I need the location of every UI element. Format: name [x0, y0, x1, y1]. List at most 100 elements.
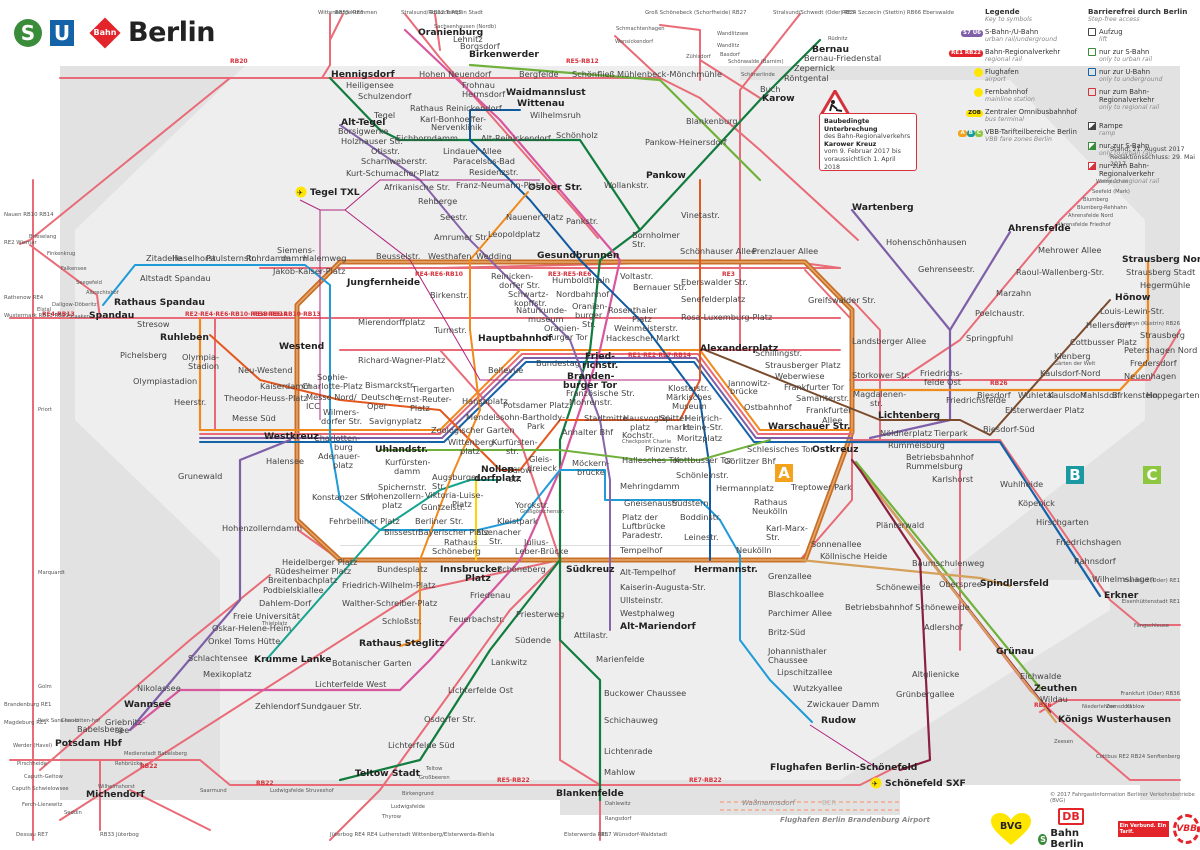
station-label[interactable]: Branden-: [567, 371, 615, 382]
station-label[interactable]: Gesundbrunnen: [537, 250, 619, 261]
station-label[interactable]: Mahlsdorf: [1080, 390, 1121, 400]
station-label[interactable]: Treptower Park: [790, 482, 852, 492]
station-label[interactable]: Bundestag: [536, 358, 580, 368]
station-label[interactable]: Osdorfer Str.: [424, 714, 476, 724]
station-label[interactable]: Gleis-: [529, 454, 552, 464]
station-label[interactable]: Charlotte-Platz: [302, 381, 363, 391]
station-label[interactable]: Rohrdamm: [246, 253, 291, 263]
station-label[interactable]: Pirschheide: [17, 761, 47, 767]
station-label[interactable]: Hauptbahnhof: [478, 333, 553, 344]
station-label[interactable]: Dahlem-Dorf: [259, 598, 312, 608]
station-label[interactable]: Kaiserdamm: [260, 381, 311, 391]
station-label[interactable]: Seefeld (Mark): [1092, 189, 1130, 195]
station-label[interactable]: Beusselstr.: [376, 251, 420, 261]
station-label[interactable]: Elstal: [37, 307, 51, 313]
station-label[interactable]: Ullsteinstr.: [620, 595, 663, 605]
station-label[interactable]: Buckower Chaussee: [604, 688, 686, 698]
station-label[interactable]: Südende: [515, 635, 551, 645]
station-label[interactable]: Berliner Str.: [415, 516, 463, 526]
station-label[interactable]: Str.: [489, 536, 503, 546]
station-label[interactable]: Luftbrücke: [622, 521, 665, 531]
station-label[interactable]: Weberwiese: [775, 371, 825, 381]
station-label[interactable]: markt: [666, 422, 691, 432]
station-label[interactable]: Holzhauser Str.: [341, 136, 403, 146]
station-label[interactable]: Savignyplatz: [369, 416, 422, 426]
station-label[interactable]: Paulsternstr.: [206, 253, 257, 263]
station-label[interactable]: Paracelsus-Bad: [453, 156, 515, 166]
station-label[interactable]: Tempelhof: [619, 545, 663, 555]
station-label[interactable]: Mexikoplatz: [203, 669, 252, 679]
station-label[interactable]: Wildau: [1040, 694, 1068, 704]
station-label[interactable]: burger Tor: [546, 332, 588, 342]
station-label[interactable]: Pankow-Heinersdorf: [645, 137, 728, 147]
station-label[interactable]: Schwartz-: [508, 289, 548, 299]
station-label[interactable]: Friedenau: [470, 590, 510, 600]
station-label[interactable]: Alt-Tempelhof: [620, 567, 677, 577]
station-label[interactable]: Hohenzollern-: [367, 491, 424, 501]
station-label[interactable]: Babelsberg: [77, 724, 123, 734]
station-label[interactable]: Erkner: [1104, 590, 1139, 601]
station-label[interactable]: Mühlenbeck-Mönchmühle: [617, 69, 722, 79]
station-label[interactable]: Char-lotten-hof: [61, 718, 100, 724]
station-label[interactable]: Eisenacher: [476, 527, 522, 537]
station-label[interactable]: Alt-Mariendorf: [620, 621, 697, 632]
station-label[interactable]: Flughafen Berlin-Schönefeld: [770, 762, 917, 773]
station-label[interactable]: platz: [630, 422, 650, 432]
station-label[interactable]: Naturkunde-: [516, 305, 567, 315]
station-label[interactable]: Eberswalder Str.: [681, 277, 748, 287]
station-label[interactable]: Blankenfelde: [556, 788, 624, 799]
station-label[interactable]: Otisstr.: [371, 146, 400, 156]
station-label[interactable]: Altglienicke: [912, 669, 959, 679]
station-label[interactable]: Waidmannslust: [506, 87, 586, 98]
station-label[interactable]: Platz: [465, 573, 491, 584]
station-label[interactable]: Marquardt: [38, 570, 65, 576]
station-label[interactable]: Schönwalde (Barnim): [728, 59, 784, 65]
station-label[interactable]: platz: [333, 460, 353, 470]
station-label[interactable]: Grünbergallee: [896, 689, 954, 699]
station-label[interactable]: Halensee: [266, 456, 304, 466]
station-label[interactable]: Bernau-Friedenstal: [804, 53, 881, 63]
station-label[interactable]: Fangschleuse: [1134, 623, 1169, 629]
station-label[interactable]: Olympiastadion: [133, 376, 197, 386]
station-label[interactable]: Fehrbelliner Platz: [329, 516, 400, 526]
station-label[interactable]: Schöneberg: [497, 564, 546, 574]
station-label[interactable]: Residenzstr.: [469, 167, 518, 177]
station-label[interactable]: platz: [460, 446, 480, 456]
station-label[interactable]: Staaken: [69, 314, 90, 320]
station-label[interactable]: Sophie-: [317, 372, 348, 382]
station-label[interactable]: Ostkreuz: [812, 444, 858, 455]
station-label[interactable]: Stresow: [137, 319, 170, 329]
station-label[interactable]: Schlachtensee: [188, 653, 248, 663]
station-label[interactable]: Botanischer Garten: [332, 658, 411, 668]
station-label[interactable]: Neuenhagen: [1124, 371, 1176, 381]
station-label[interactable]: Schlesisches Tor: [747, 444, 814, 454]
station-label[interactable]: Möckern-: [572, 458, 609, 468]
station-label[interactable]: Walther-Schreiber-Platz: [342, 598, 437, 608]
station-label[interactable]: Zoologischer Garten: [431, 425, 515, 435]
station-label[interactable]: Griebnitz-: [105, 717, 145, 727]
station-label[interactable]: Oskar-Helene-Heim: [212, 623, 291, 633]
station-label[interactable]: Theodor-Heuss-Platz: [223, 393, 308, 403]
station-label[interactable]: str.: [870, 398, 883, 408]
station-label[interactable]: Schönfließ: [572, 69, 615, 79]
station-label[interactable]: Rosenthaler: [608, 305, 658, 315]
station-label[interactable]: see: [115, 725, 129, 735]
station-label[interactable]: Haselhorst: [172, 253, 217, 263]
station-label[interactable]: Hegermühle: [1140, 280, 1190, 290]
station-label[interactable]: Nauener Platz: [506, 212, 563, 222]
station-label[interactable]: Spichernstr.: [378, 482, 427, 492]
station-label[interactable]: Eichborndamm: [396, 133, 458, 143]
station-label[interactable]: Falkensee: [61, 266, 87, 272]
station-label[interactable]: Heinrich-: [685, 413, 722, 423]
station-label[interactable]: Jakob-Kaiser-Platz: [272, 266, 345, 276]
station-label[interactable]: Kurfürsten-: [385, 457, 431, 467]
station-label[interactable]: Hohenzollerndamm: [222, 523, 302, 533]
station-label[interactable]: burger: [575, 310, 603, 320]
station-label[interactable]: Hausvogtei-: [623, 413, 672, 423]
station-label[interactable]: Grenzallee: [768, 571, 812, 581]
station-label[interactable]: Schöneberg: [432, 546, 481, 556]
station-label[interactable]: Zeuthen: [1034, 683, 1077, 694]
station-label[interactable]: Park Sans-souci: [38, 718, 79, 724]
airport-sxf[interactable]: ✈ Schönefeld SXF: [870, 777, 966, 790]
